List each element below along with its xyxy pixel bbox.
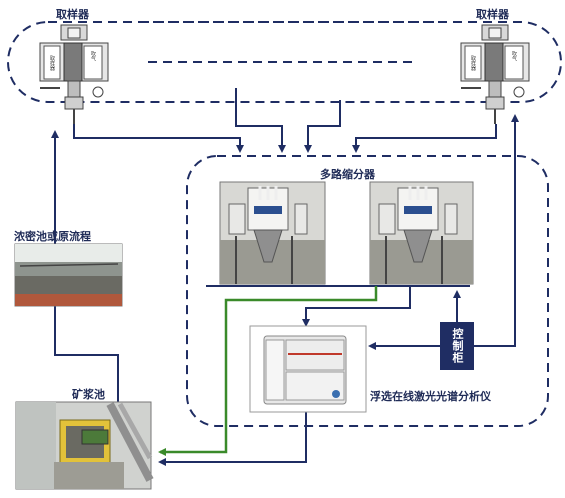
label-multiplexer: 多路缩分器 xyxy=(320,168,375,181)
label-slurry-tank: 矿浆池 xyxy=(72,388,105,401)
flow-return-green xyxy=(158,286,378,456)
sampler-left xyxy=(39,24,109,124)
flow-analyzer-to-slurry xyxy=(158,412,307,466)
sampler-right xyxy=(460,24,530,124)
sampler-right-gas-text: 吹气 xyxy=(511,50,517,61)
flow-sampler-right-to-multiplexer-a xyxy=(352,124,497,153)
slurry-tank-photo xyxy=(15,401,154,490)
flow-sampler-right-to-multiplexer-b xyxy=(304,100,341,153)
flow-multiplexer-to-analyzer xyxy=(302,286,411,327)
flow-control-to-sampler-right xyxy=(474,114,519,347)
multiplexer-unit-1 xyxy=(219,181,326,285)
label-thickener: 浓密池或原流程 xyxy=(14,230,91,243)
label-sampler-left: 取样器 xyxy=(56,8,89,21)
control-cabinet-label: 控制柜 xyxy=(440,322,474,370)
sampler-right-panel-text: 取样器 xyxy=(470,56,476,72)
label-sampler-right: 取样器 xyxy=(476,8,509,21)
multiplexer-region-border xyxy=(186,155,549,427)
label-analyzer: 浮选在线激光光谱分析仪 xyxy=(370,390,491,403)
sampler-left-panel-text: 取样器 xyxy=(49,56,55,72)
sampler-left-gas-text: 吹气 xyxy=(90,50,96,61)
thickener-photo xyxy=(14,243,123,307)
flow-sampler-left-to-multiplexer-a xyxy=(73,124,244,153)
analyzer-device xyxy=(249,325,367,413)
multiplexer-unit-2 xyxy=(369,181,474,285)
flow-sampler-left-to-multiplexer-b xyxy=(235,88,286,153)
